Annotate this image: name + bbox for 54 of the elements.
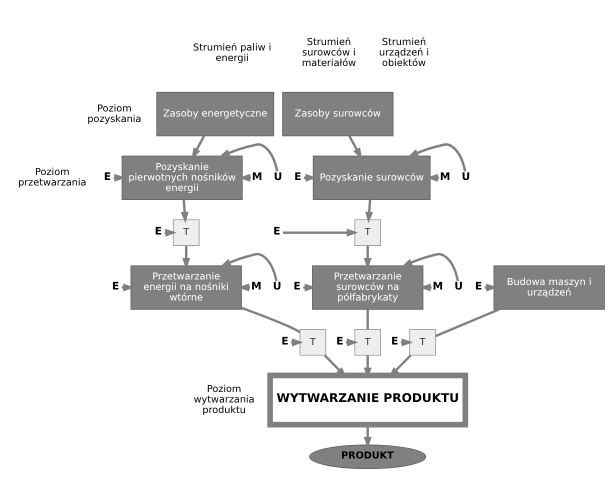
arrow	[283, 228, 358, 237]
label: Poziom wytwarzania produktu	[194, 384, 255, 416]
arrow	[364, 246, 372, 270]
node-box: Pozyskanie surowców	[312, 156, 431, 200]
node-box: Zasoby energetyczne	[156, 92, 274, 136]
label: Poziom przetwarzania	[18, 167, 86, 189]
node-text: E	[294, 170, 302, 183]
node-text: E	[391, 335, 398, 348]
node-box: T	[409, 329, 436, 356]
node-box: Pozyskanie pierwotnych nośników energii	[122, 156, 243, 200]
arrow	[180, 200, 189, 224]
node-text: U	[462, 170, 470, 183]
node-text: U	[454, 280, 463, 292]
arrow	[192, 135, 206, 160]
node-box: T	[300, 329, 326, 356]
arrow	[182, 246, 190, 270]
node-box: T	[354, 219, 381, 246]
node-box: T	[172, 219, 200, 246]
node-text: U	[274, 170, 282, 183]
node-box: Przetwarzanie energii na nośniki wtórne	[130, 265, 242, 310]
arrow	[364, 424, 372, 448]
arrow	[407, 143, 466, 172]
label: Poziom pozyskania	[87, 103, 142, 125]
arrow	[220, 252, 278, 282]
node-text: E	[112, 280, 120, 292]
node-ellipse: PRODUKT	[309, 444, 426, 470]
arrow	[364, 355, 372, 379]
node-text: E	[474, 280, 482, 292]
connector	[241, 306, 300, 334]
node-text: M	[440, 170, 450, 183]
node-text: E	[104, 170, 112, 183]
arrow	[218, 143, 278, 172]
node-text: E	[281, 335, 289, 348]
node-text: M	[432, 280, 444, 292]
node-text: M	[252, 170, 262, 183]
node-box: WYTWARZANIE PRODUKTU	[267, 372, 468, 428]
arrow	[401, 252, 460, 282]
arrow	[365, 200, 374, 224]
node-box: Przetwarzanie surowców na półfabrykaty	[312, 265, 424, 310]
connector	[435, 308, 500, 338]
node-text: E	[273, 226, 280, 238]
arrow	[348, 135, 362, 160]
node-box: T	[354, 329, 381, 356]
label: Strumień paliw i energii	[193, 42, 272, 64]
node-text: E	[293, 280, 301, 292]
label: Strumień urządzeń i obiektów	[378, 37, 430, 70]
node-box: Zasoby surowców	[282, 92, 394, 136]
connector	[366, 309, 369, 330]
node-text: M	[251, 280, 262, 292]
node-text: E	[154, 226, 162, 238]
node-text: U	[272, 280, 282, 292]
label: Strumień surowców i materiałów	[302, 37, 356, 70]
node-box: Budowa maszyn i urządzeń	[494, 265, 605, 310]
node-text: E	[336, 335, 344, 348]
